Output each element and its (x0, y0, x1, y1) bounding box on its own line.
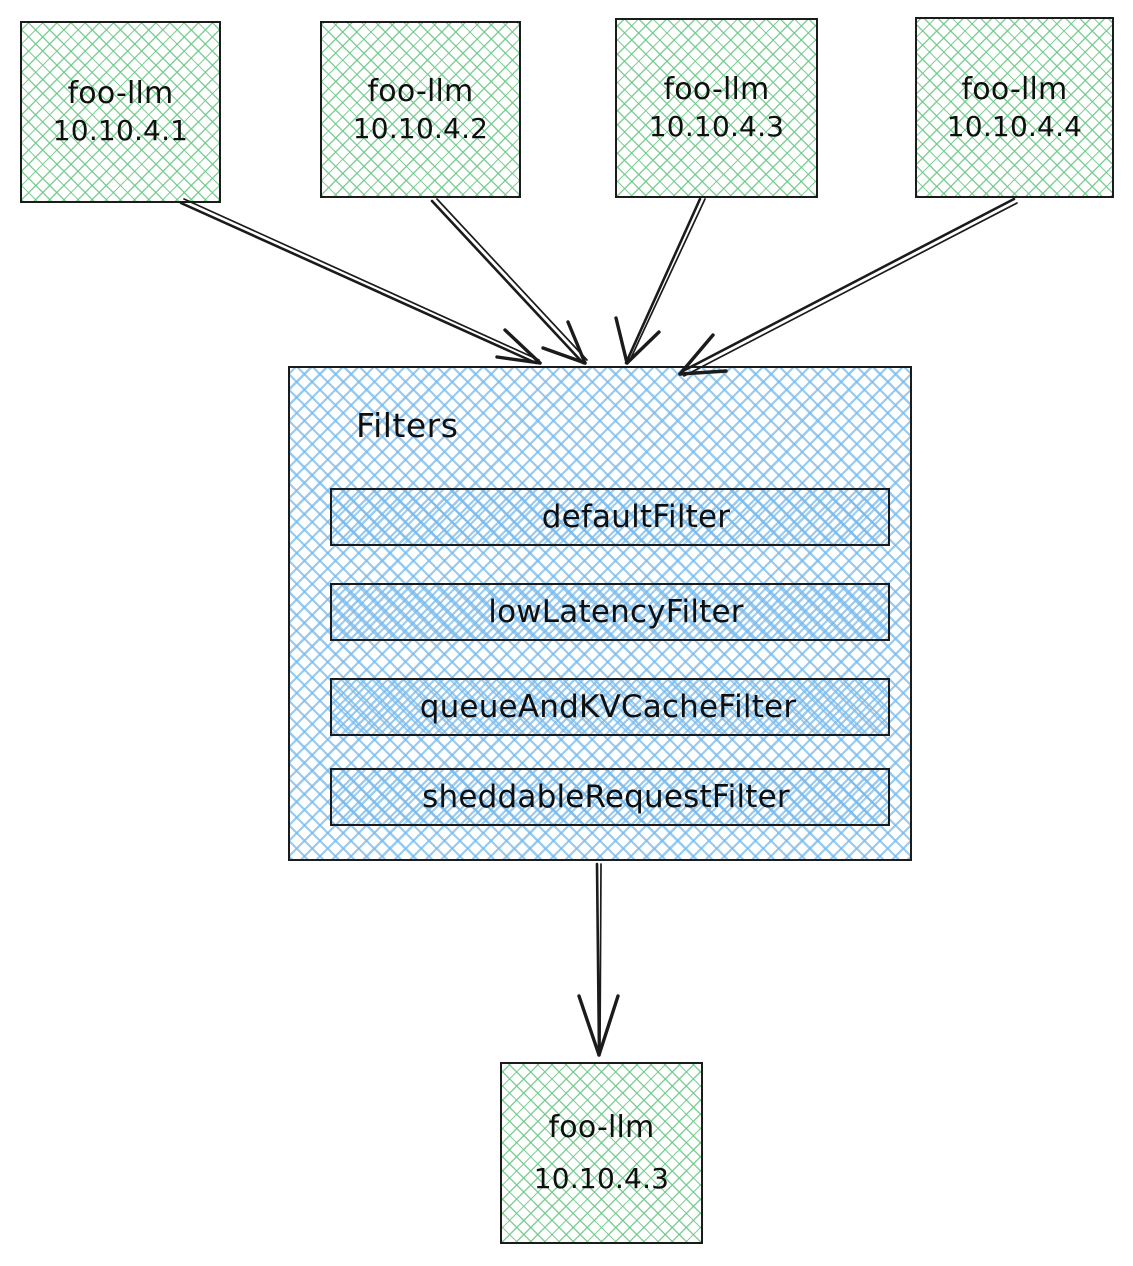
node-result-pod[interactable]: foo-llm 10.10.4.3 (500, 1062, 703, 1244)
filters-container[interactable]: Filters defaultFilter lowLatencyFilter q… (288, 366, 912, 861)
filter-row-queue-and-kv-cache-label: queueAndKVCacheFilter (419, 689, 797, 725)
node-source-pod-2-name: foo-llm (367, 73, 474, 109)
edge-filters-to-result (577, 862, 620, 1057)
filter-row-low-latency-label: lowLatencyFilter (488, 594, 744, 630)
node-source-pod-2[interactable]: foo-llm 10.10.4.2 (320, 21, 521, 198)
node-source-pod-3[interactable]: foo-llm 10.10.4.3 (615, 18, 818, 198)
node-source-pod-1[interactable]: foo-llm 10.10.4.1 (20, 21, 221, 203)
node-source-pod-4-name: foo-llm (961, 71, 1068, 107)
edge-pod4-to-filters (678, 197, 1018, 377)
node-source-pod-1-address: 10.10.4.1 (52, 114, 189, 148)
node-source-pod-2-address: 10.10.4.2 (352, 111, 489, 145)
edge-pod3-to-filters (614, 197, 706, 365)
filters-title: Filters (356, 406, 459, 445)
node-source-pod-4[interactable]: foo-llm 10.10.4.4 (915, 17, 1114, 198)
edge-pod2-to-filters (430, 198, 588, 365)
filter-row-sheddable-request-label: sheddableRequestFilter (422, 779, 790, 815)
node-result-pod-address: 10.10.4.3 (533, 1162, 670, 1196)
filter-row-sheddable-request[interactable]: sheddableRequestFilter (330, 768, 890, 826)
node-source-pod-3-address: 10.10.4.3 (648, 110, 785, 144)
edge-pod1-to-filters (179, 198, 542, 365)
node-result-pod-name: foo-llm (548, 1110, 655, 1146)
filter-row-queue-and-kv-cache[interactable]: queueAndKVCacheFilter (330, 678, 890, 736)
filter-row-default-label: defaultFilter (541, 499, 731, 535)
node-source-pod-1-name: foo-llm (67, 76, 174, 112)
filter-row-low-latency[interactable]: lowLatencyFilter (330, 583, 890, 641)
node-source-pod-3-name: foo-llm (663, 72, 770, 108)
filter-row-default[interactable]: defaultFilter (330, 488, 890, 546)
node-source-pod-4-address: 10.10.4.4 (946, 109, 1083, 143)
